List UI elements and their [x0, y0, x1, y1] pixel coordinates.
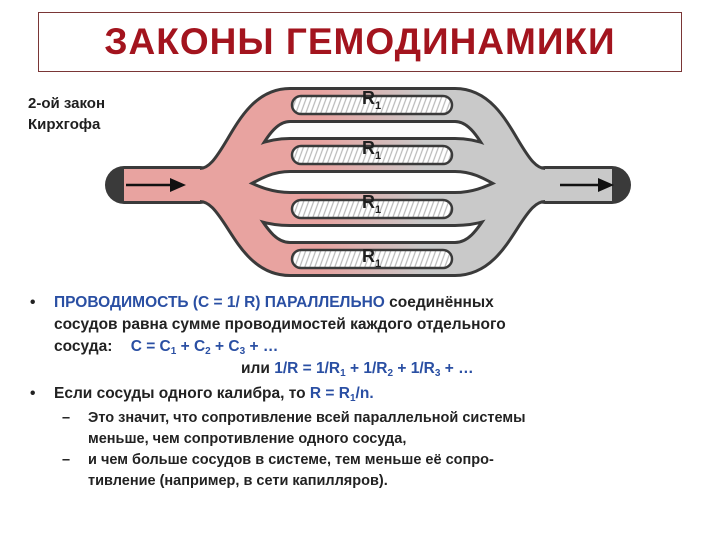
law-label: 2-ой закон Кирхгофа — [28, 93, 105, 135]
bullet-same-caliber: • Если сосуды одного калибра, то R = R1/… — [30, 385, 374, 404]
resistor-label: R1 — [362, 88, 381, 112]
resistor-label: R1 — [362, 246, 381, 270]
page-title: ЗАКОНЫ ГЕМОДИНАМИКИ — [104, 21, 616, 62]
bullet-icon: • — [30, 385, 36, 402]
conductance-heading: ПРОВОДИМОСТЬ (С = 1/ R) ПАРАЛЛЕЛЬНО — [54, 294, 385, 311]
formula-resistance: 1/R = 1/R1 + 1/R2 + 1/R3 + … — [274, 360, 474, 379]
dash-icon: – — [62, 410, 71, 426]
sub-item-continued: меньше, чем сопротивление одного сосуда, — [88, 431, 407, 447]
bullet-icon: • — [30, 294, 36, 311]
resistor-segment — [290, 198, 454, 220]
law-label-line1: 2-ой закон — [28, 95, 106, 112]
law-label-line2: Кирхгофа — [28, 116, 101, 133]
conductance-line2: сосудов равна сумме проводимостей каждог… — [54, 316, 506, 333]
formula-resistance-line: или 1/R = 1/R1 + 1/R2 + 1/R3 + … — [241, 360, 474, 379]
text-block: • ПРОВОДИМОСТЬ (С = 1/ R) ПАРАЛЛЕЛЬНО со… — [28, 292, 718, 492]
dash-icon: – — [62, 452, 71, 468]
vessel-fill — [124, 90, 612, 274]
resistor-label: R1 — [362, 192, 381, 216]
sub-item-continued: тивление (например, в сети капилляров). — [88, 473, 388, 489]
resistor-label: R1 — [362, 138, 381, 162]
bullet-conductance: • ПРОВОДИМОСТЬ (С = 1/ R) ПАРАЛЛЕЛЬНО со… — [28, 292, 718, 314]
conductance-rest: соединённых — [384, 294, 494, 311]
resistor-segment — [290, 144, 454, 166]
conductance-line3: сосуда: С = С1 + С2 + С3 + … — [54, 338, 279, 357]
inflow-arrow-icon — [126, 178, 186, 192]
parallel-vessels-diagram: R1 R1 R1 R1 — [105, 87, 631, 277]
resistor-segments — [290, 94, 454, 270]
outflow-arrow-icon — [560, 178, 614, 192]
formula-conductance: С = С1 + С2 + С3 + … — [130, 338, 279, 357]
title-box: ЗАКОНЫ ГЕМОДИНАМИКИ — [38, 12, 682, 72]
resistor-segment — [290, 248, 454, 270]
sub-item: – и чем больше сосудов в системе, тем ме… — [28, 450, 718, 471]
formula-same-caliber: R = R1/n. — [309, 385, 374, 404]
resistor-segment — [290, 94, 454, 116]
sub-item: – Это значит, что сопротивление всей пар… — [28, 408, 718, 429]
